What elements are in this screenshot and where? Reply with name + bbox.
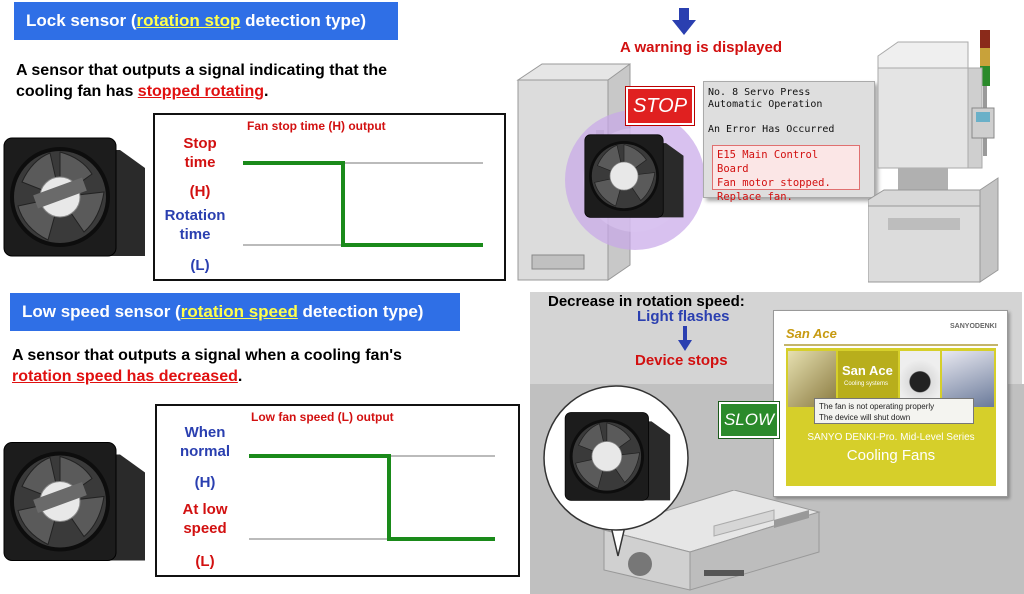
cooling-fan-image — [584, 134, 684, 218]
label-high: (H) — [194, 474, 216, 491]
tooltip: The fan is not operating properly The de… — [814, 398, 974, 424]
banner-sub: Cooling systems — [844, 381, 889, 387]
label-text: time — [184, 154, 216, 171]
product-photo — [942, 351, 994, 407]
stop-sign: STOP — [626, 87, 694, 125]
label-normal: When normal — [167, 424, 243, 460]
label-text: time — [179, 226, 211, 243]
device-stops-callout: Device stops — [635, 352, 728, 369]
series-title: SANYO DENKI-Pro. Mid-Level Series — [807, 432, 975, 443]
panel-line: No. 8 Servo Press — [708, 87, 811, 98]
title-text: detection type) — [240, 11, 367, 30]
error-line: E15 Main Control Board — [717, 149, 819, 175]
banner-text: San Ace — [842, 363, 893, 378]
low-speed-sensor-description: A sensor that outputs a signal when a co… — [12, 345, 512, 387]
desc-line: A sensor that outputs a signal indicatin… — [16, 62, 387, 79]
projector-device-image — [602, 490, 821, 591]
tooltip-line: The fan is not operating properly — [819, 402, 935, 411]
error-message-box: E15 Main Control Board Fan motor stopped… — [712, 145, 860, 203]
down-arrow-icon — [678, 326, 692, 351]
light-flashes-callout: Light flashes — [637, 308, 730, 325]
cooling-fan-image — [3, 137, 145, 257]
panel-line: Automatic Operation — [708, 99, 823, 110]
desc-highlight: stopped rotating — [137, 83, 265, 100]
label-low: (L) — [195, 553, 215, 570]
low-speed-chart: Low fan speed (L) output When normal (H)… — [155, 404, 520, 577]
error-line: Fan motor stopped. — [717, 177, 831, 189]
lock-sensor-chart: Fan stop time (H) output Stop time (H) R… — [153, 113, 506, 281]
slow-text: SLOW — [723, 410, 775, 429]
label-high: (H) — [189, 183, 211, 200]
desc-line: A sensor that outputs a signal when a co… — [12, 347, 402, 364]
low-speed-sensor-title: Low speed sensor (rotation speed detecti… — [10, 293, 460, 331]
error-panel: No. 8 Servo Press Automatic Operation An… — [703, 81, 875, 203]
desc-highlight: rotation speed has decreased — [12, 368, 238, 385]
fan-cluster-photo — [900, 351, 940, 407]
cooling-fan-image — [3, 442, 145, 561]
label-rotation: Rotation time — [155, 207, 235, 243]
monitor-screen: San Ace SANYODENKI San Ace Cooling syste… — [773, 310, 1008, 497]
down-arrow-icon — [672, 8, 696, 35]
title-text: detection type) — [297, 302, 424, 321]
desc-text: . — [264, 83, 269, 100]
cooling-fan-image — [564, 412, 671, 501]
signal-waveform — [243, 161, 483, 247]
desc-line: cooling fan has stopped rotating. — [16, 81, 496, 102]
label-text: normal — [179, 443, 230, 460]
stop-text: STOP — [632, 95, 688, 117]
banner: San Ace Cooling systems — [838, 351, 898, 407]
decrease-callout: Decrease in rotation speed: — [548, 293, 745, 310]
lock-sensor-description: A sensor that outputs a signal indicatin… — [16, 60, 496, 102]
title-text: Lock sensor ( — [26, 11, 137, 30]
error-line: Replace fan. — [717, 191, 793, 203]
slow-sign: SLOW — [719, 402, 779, 438]
title-highlight: rotation speed — [180, 302, 298, 321]
label-text: When — [184, 424, 226, 441]
panel-line: An Error Has Occurred — [708, 124, 835, 135]
label-text: Stop — [183, 135, 217, 152]
title-text: Low speed sensor ( — [22, 302, 181, 321]
brand-logo: San Ace — [786, 326, 837, 341]
desc-line: rotation speed has decreased. — [12, 366, 512, 387]
chart-title: Low fan speed (L) output — [251, 410, 394, 424]
series-subtitle: Cooling Fans — [846, 447, 936, 464]
desc-text: . — [237, 368, 243, 385]
lock-sensor-title: Lock sensor (rotation stop detection typ… — [14, 2, 398, 40]
signal-waveform — [249, 454, 495, 541]
product-photo — [788, 351, 836, 407]
tooltip-line: The device will shut down — [819, 413, 911, 422]
servo-press-image — [868, 30, 999, 283]
title-highlight: rotation stop — [136, 11, 241, 30]
label-text: At low — [182, 501, 228, 518]
chart-title: Fan stop time (H) output — [247, 119, 386, 133]
screen-header-bar — [784, 344, 998, 346]
label-stop: Stop time — [165, 135, 235, 171]
warning-callout: A warning is displayed — [620, 39, 782, 56]
brand-small: SANYODENKI — [950, 323, 997, 330]
label-low: (L) — [190, 257, 210, 274]
desc-text: cooling fan has — [16, 83, 138, 100]
label-low-speed: At low speed — [167, 501, 243, 537]
label-text: speed — [183, 520, 227, 537]
label-text: Rotation — [164, 207, 226, 224]
